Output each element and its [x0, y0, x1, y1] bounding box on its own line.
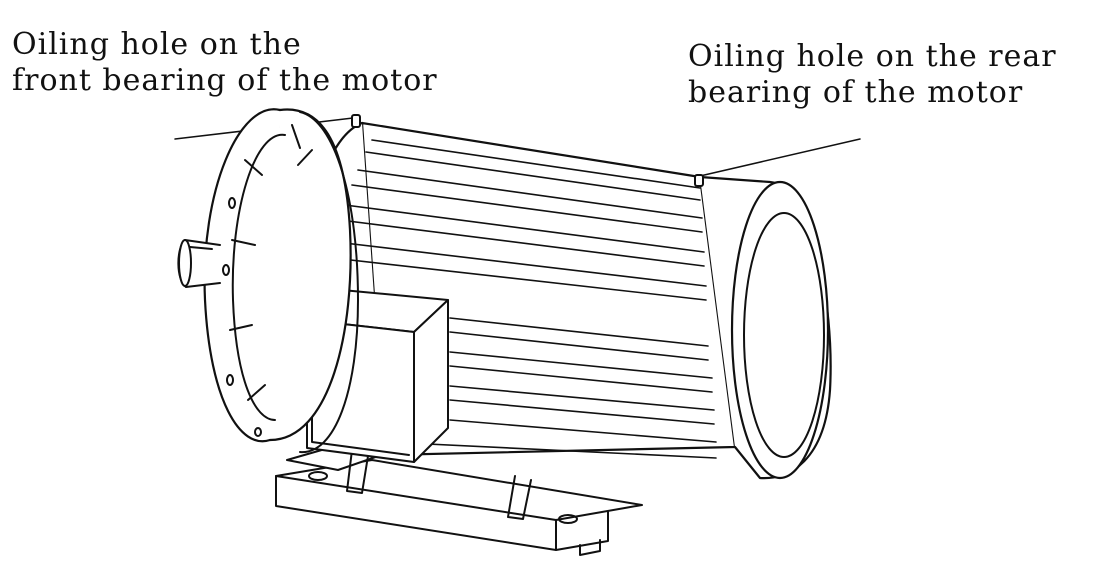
front-label-line2: front bearing of the motor [12, 63, 438, 98]
mounting-base [275, 442, 643, 556]
rear-oiling-hole-label: Oiling hole on the rear bearing of the m… [688, 39, 1057, 111]
rear-oiling-hole-leader [699, 138, 861, 177]
cooling-fins [332, 139, 717, 459]
rear-label-line1: Oiling hole on the rear [688, 39, 1057, 74]
output-shaft [177, 239, 221, 288]
front-flange [203, 108, 359, 454]
front-oiling-hole-icon [351, 114, 361, 128]
rear-label-line2: bearing of the motor [688, 75, 1024, 110]
rear-end-cover [698, 175, 832, 480]
front-label-line1: Oiling hole on the [12, 27, 302, 62]
rear-oiling-hole-icon [694, 174, 704, 187]
front-oiling-hole-label: Oiling hole on the front bearing of the … [12, 27, 438, 99]
